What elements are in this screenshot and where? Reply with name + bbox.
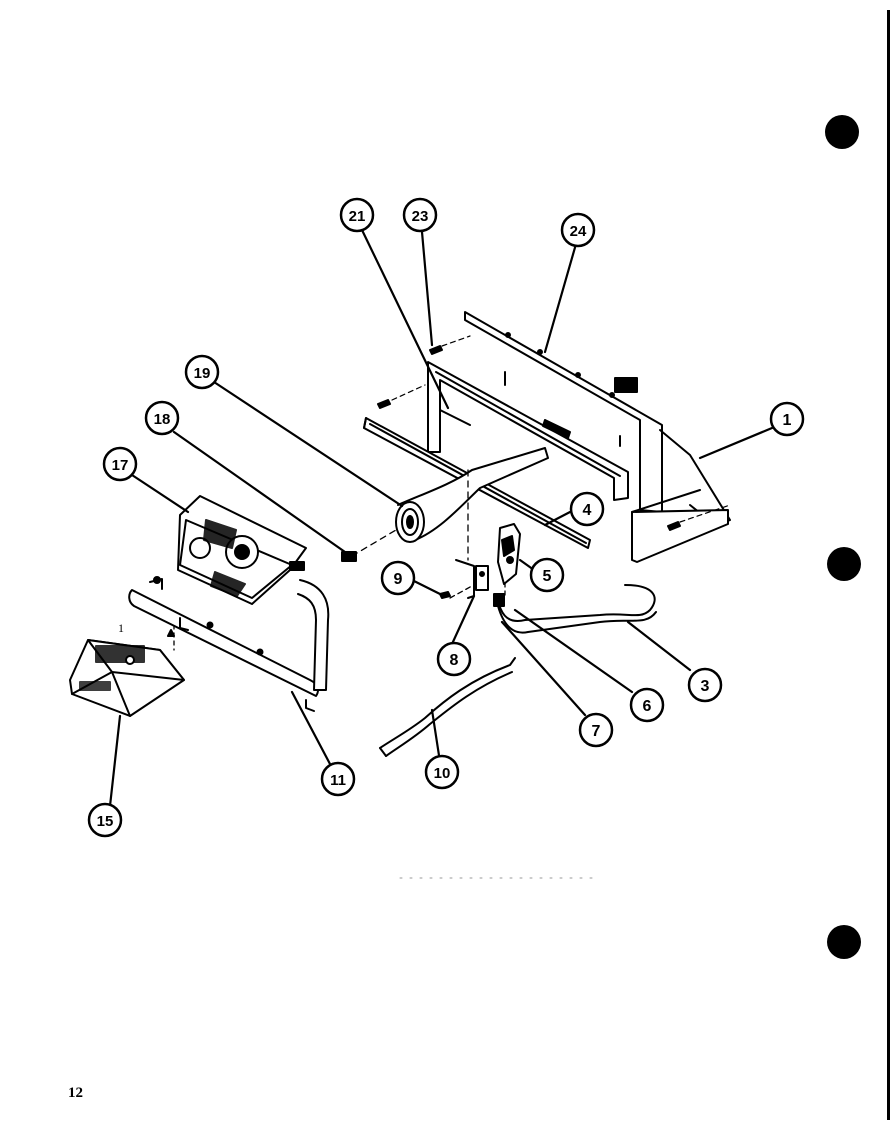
callout-label: 21: [349, 208, 366, 225]
callout-label: 17: [112, 457, 129, 474]
callout-label: 24: [570, 223, 587, 240]
burner-tube-part-19: [395, 447, 549, 543]
back-panel-part-24: [464, 311, 731, 563]
gas-valve-part-17: [177, 495, 307, 605]
callout-label: 11: [330, 772, 346, 789]
scan-edge-line: [887, 10, 890, 1120]
callout-label: 5: [543, 568, 552, 585]
screw-part-23: [429, 335, 471, 355]
callout-label: 3: [701, 678, 710, 695]
callout-label: 4: [583, 502, 592, 519]
callout-label: 19: [194, 365, 211, 382]
callout-3: 3: [687, 667, 723, 703]
callout-24: 24: [560, 212, 596, 248]
callout-label: 8: [450, 652, 459, 669]
ignition-module-part-15: [69, 629, 185, 717]
callout-label: 15: [97, 813, 114, 830]
screw-right: [667, 504, 731, 531]
binder-hole-bottom: [827, 925, 861, 959]
callout-21: 21: [339, 197, 375, 233]
callout-11: 11: [320, 761, 356, 797]
module-small-label: 1: [118, 621, 124, 635]
page-number: 12: [68, 1085, 83, 1101]
callout-10: 10: [424, 754, 460, 790]
callout-1: 1: [769, 401, 805, 437]
tubing-part-3: [497, 584, 657, 634]
callout-17: 17: [102, 446, 138, 482]
callout-label: 23: [412, 208, 429, 225]
callout-label: 6: [643, 698, 652, 715]
leader-lines: [108, 228, 774, 808]
callout-6: 6: [629, 687, 665, 723]
callout-23: 23: [402, 197, 438, 233]
callout-label: 9: [394, 571, 403, 588]
bracket-part-8: [455, 559, 489, 599]
callout-4: 4: [569, 491, 605, 527]
callout-8: 8: [436, 641, 472, 677]
binder-hole-middle: [827, 547, 861, 581]
mounting-bracket-part-21: [427, 361, 629, 501]
callout-9: 9: [380, 560, 416, 596]
callout-15: 15: [87, 802, 123, 838]
screw-left: [377, 384, 426, 409]
screw-part-18: [341, 551, 357, 562]
callout-7: 7: [578, 712, 614, 748]
fitting-part-6: [493, 593, 505, 607]
binder-hole-top: [825, 115, 859, 149]
callout-label: 10: [434, 765, 451, 782]
callout-19: 19: [184, 354, 220, 390]
callout-18: 18: [144, 400, 180, 436]
manifold-part-11: [128, 576, 330, 712]
callout-label: 18: [154, 411, 171, 428]
callout-label: 1: [783, 412, 792, 429]
igniter-part-5: [497, 523, 521, 585]
screw-part-9: [439, 591, 451, 599]
callout-5: 5: [529, 557, 565, 593]
tube-part-10: [379, 657, 516, 757]
callout-label: 7: [592, 723, 601, 740]
